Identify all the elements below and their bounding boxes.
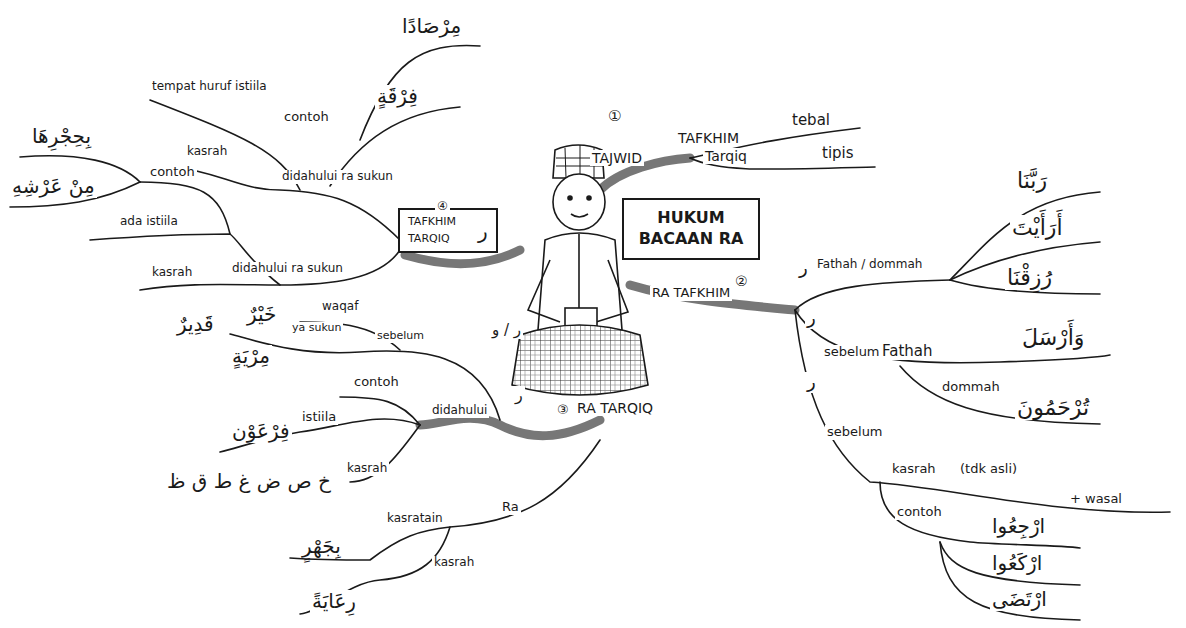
branch-label: (tdk asli) <box>958 462 1019 477</box>
central-box: HUKUM BACAAN RA <box>622 198 760 260</box>
branch-heading: TAFKHIM TARQIQ <box>408 214 470 247</box>
arabic-example: مِرْيَةٍ <box>230 345 272 368</box>
branch-label: TAJWID <box>590 150 644 166</box>
branch-label: kasrah <box>185 145 229 159</box>
arabic-example: ارْكَعُوا <box>990 552 1044 575</box>
arabic-example: ر <box>513 386 525 404</box>
branch-label: kasrah <box>432 556 476 570</box>
branch-label: sebelum <box>822 345 882 360</box>
arabic-example: ر <box>805 308 818 329</box>
branch-label: tempat huruf istiila <box>150 80 269 94</box>
arabic-example: ر / و <box>490 322 523 339</box>
arabic-example: خَيْرٌ <box>245 303 278 326</box>
arabic-example: أَرَأَيْتَ <box>1010 215 1065 240</box>
arabic-example: رِعَايَةً <box>310 590 358 613</box>
ra-letter: ر <box>478 219 488 243</box>
branch-label: dommah <box>940 380 1002 395</box>
arabic-example: رَبَّنَا <box>1015 168 1049 193</box>
arabic-example: وَأَرْسَلَ <box>1020 325 1086 350</box>
branch-label: kasrah <box>345 462 389 476</box>
arabic-example: تُرْحَمُونَ <box>1015 395 1091 420</box>
boy-illustration <box>512 145 648 395</box>
branch-label: kasrah <box>890 462 938 477</box>
branch-label: sebelum <box>825 425 885 440</box>
branch-label: Tarqiq <box>703 148 749 164</box>
arabic-example: قَدِيرٌ <box>175 313 216 336</box>
arabic-example: رُزِقْنَا <box>1005 265 1054 290</box>
branch-label: sebelum <box>375 330 426 343</box>
callout-number: ③ <box>555 403 571 418</box>
arabic-example: فِرْعَوْن <box>230 420 292 443</box>
branch-label: waqaf <box>320 300 360 314</box>
branch-label: RA TAFKHIM <box>650 286 732 301</box>
branch-label: didahului ra sukun <box>230 262 345 276</box>
branch-label: + wasal <box>1068 492 1124 507</box>
branch-label: Fathah <box>880 343 935 360</box>
branch-label: istiila <box>300 410 338 425</box>
branch-label: RA TARQIQ <box>575 400 655 416</box>
arabic-example: ارْتَضَى <box>990 588 1049 611</box>
central-title: HUKUM BACAAN RA <box>636 208 746 250</box>
branch-label: Fathah / dommah <box>815 258 924 272</box>
branch-label: didahului <box>430 404 489 418</box>
branch-label: contoh <box>282 110 331 125</box>
arabic-example: مِرْصَادًا <box>400 15 463 38</box>
branch-label: kasratain <box>385 512 445 526</box>
branch-label: kasrah <box>150 266 194 280</box>
arabic-example: خ ص ض غ ط ق ظ <box>165 470 333 493</box>
branch-label: contoh <box>352 375 401 390</box>
branch-box: TAFKHIM TARQIQ ر <box>398 208 498 253</box>
branch-label: contoh <box>895 505 944 520</box>
callout-number: ④ <box>435 200 450 214</box>
branch-label: tipis <box>820 145 856 162</box>
arabic-example: فِرْقَةٍ <box>375 85 420 108</box>
branch-label: contoh <box>148 165 197 180</box>
arabic-example: ر <box>805 372 818 393</box>
callout-number: ② <box>733 273 750 289</box>
branch-label: ada istiila <box>118 215 180 229</box>
branch-label: TAFKHIM <box>676 130 741 146</box>
branch-label: tebal <box>790 112 832 129</box>
arabic-example: ارْجِعُوا <box>990 515 1047 538</box>
branch-label: ya sukun <box>290 322 343 335</box>
arabic-example: بِحِجْرِهَا <box>30 125 93 148</box>
arabic-example: بِجَهْرٍ <box>300 535 343 558</box>
callout-number: ① <box>606 108 623 125</box>
arabic-example: مِنْ عَرْشِهِ <box>10 175 97 198</box>
branch-label: didahului ra sukun <box>280 170 395 184</box>
branch-label: Ra <box>500 500 521 515</box>
arabic-example: ر <box>797 258 810 279</box>
